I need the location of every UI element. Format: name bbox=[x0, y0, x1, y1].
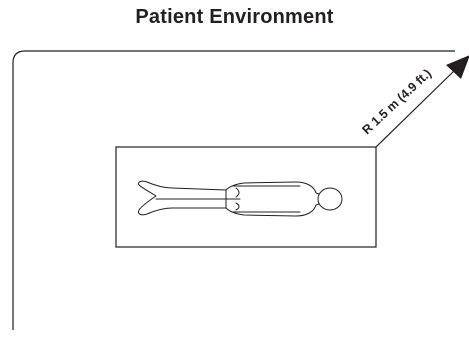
patient-arms bbox=[232, 186, 300, 212]
patient-legs bbox=[138, 181, 226, 215]
patient-figure bbox=[138, 181, 342, 216]
environment-boundary bbox=[13, 51, 455, 330]
patient-head bbox=[318, 188, 342, 210]
